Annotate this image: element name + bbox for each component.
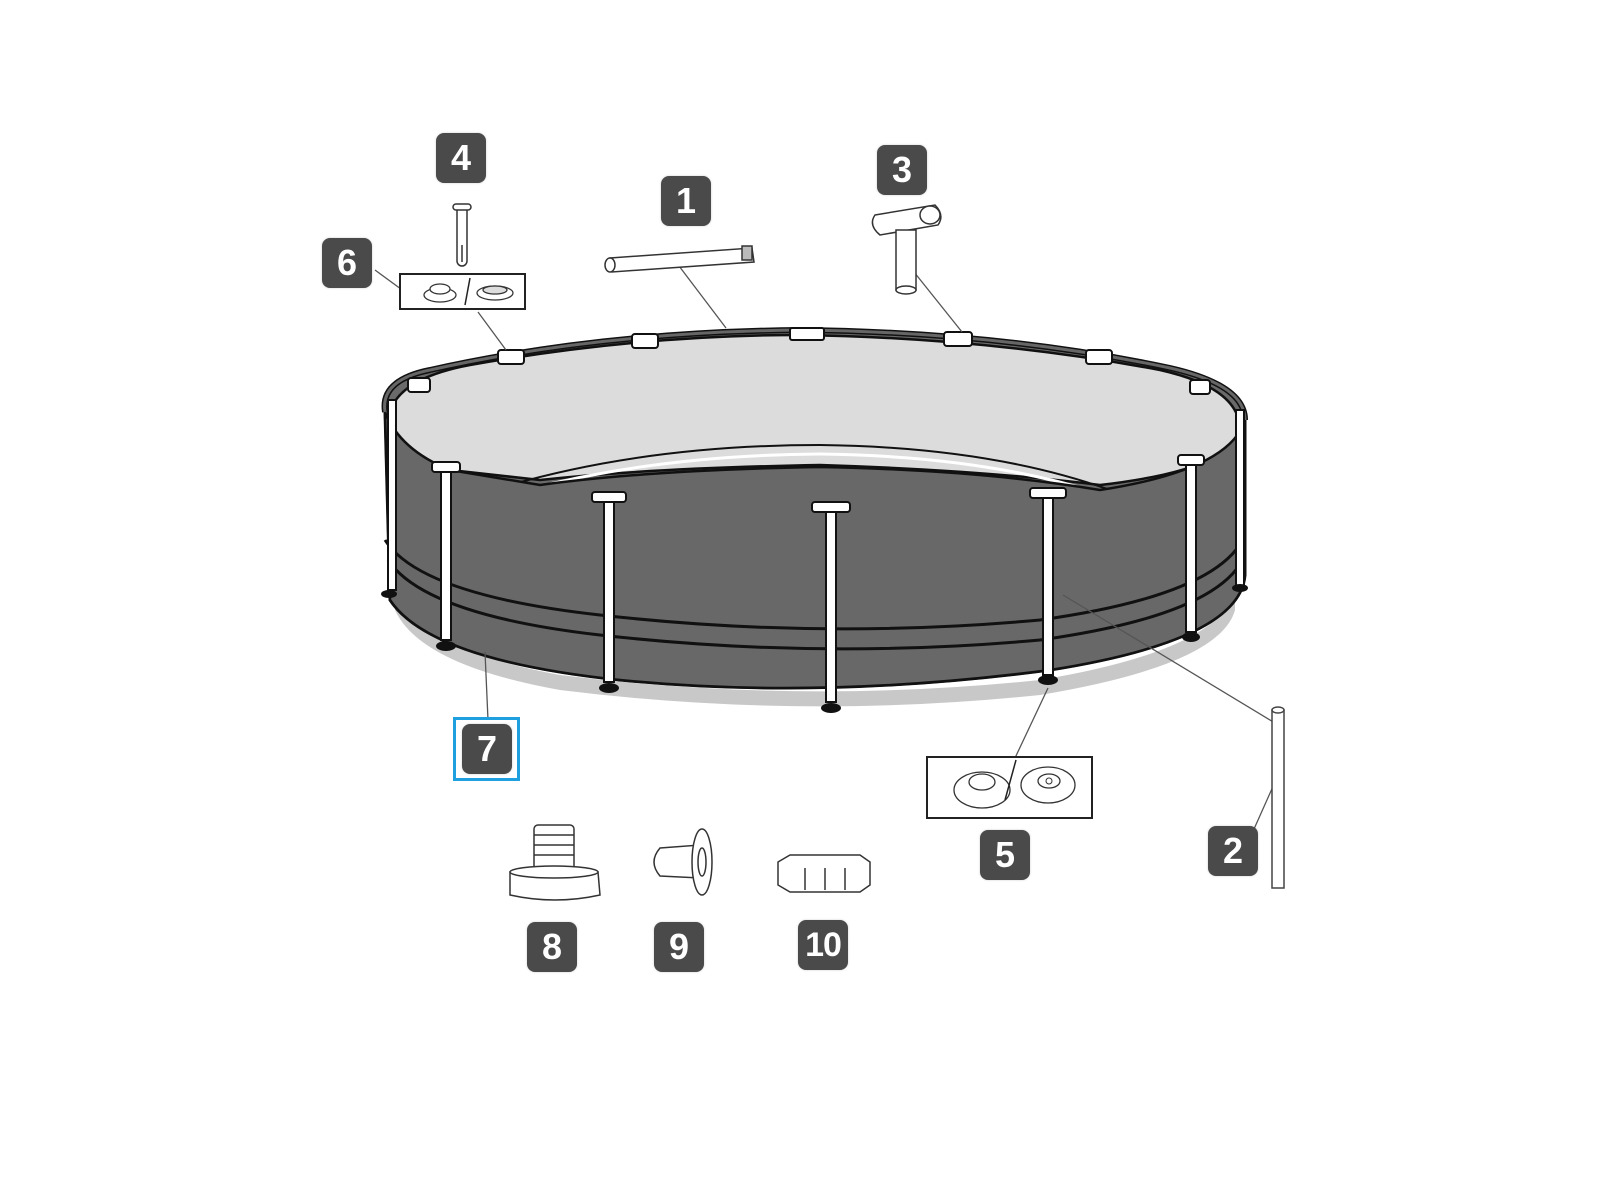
part-badge-6[interactable]: 6	[322, 238, 372, 288]
part-9-drain-plug-illustration	[653, 828, 713, 896]
part-badge-5[interactable]: 5	[980, 830, 1030, 880]
part-1-beam-illustration	[604, 245, 755, 273]
part-5-leg-foot-illustration	[926, 756, 1093, 819]
part-badge-1[interactable]: 1	[661, 176, 711, 226]
part-8-drain-connector-illustration	[509, 824, 601, 901]
selected-part-highlight	[453, 717, 520, 781]
part-2-leg-illustration	[1271, 706, 1285, 889]
part-badge-3[interactable]: 3	[877, 145, 927, 195]
part-badge-7[interactable]: 7	[462, 724, 512, 774]
part-badge-9[interactable]: 9	[654, 922, 704, 972]
part-badge-2[interactable]: 2	[1208, 826, 1258, 876]
part-10-drain-cap-illustration	[777, 854, 871, 893]
part-badge-8[interactable]: 8	[527, 922, 577, 972]
part-6-seal-cap-illustration	[399, 273, 526, 310]
part-badge-4[interactable]: 4	[436, 133, 486, 183]
top-joints	[407, 327, 1211, 395]
part-3-t-joint-illustration	[871, 204, 942, 295]
pool-legs	[381, 399, 1248, 713]
part-4-joint-pin-illustration	[452, 203, 472, 267]
part-badge-10[interactable]: 10	[798, 920, 848, 970]
